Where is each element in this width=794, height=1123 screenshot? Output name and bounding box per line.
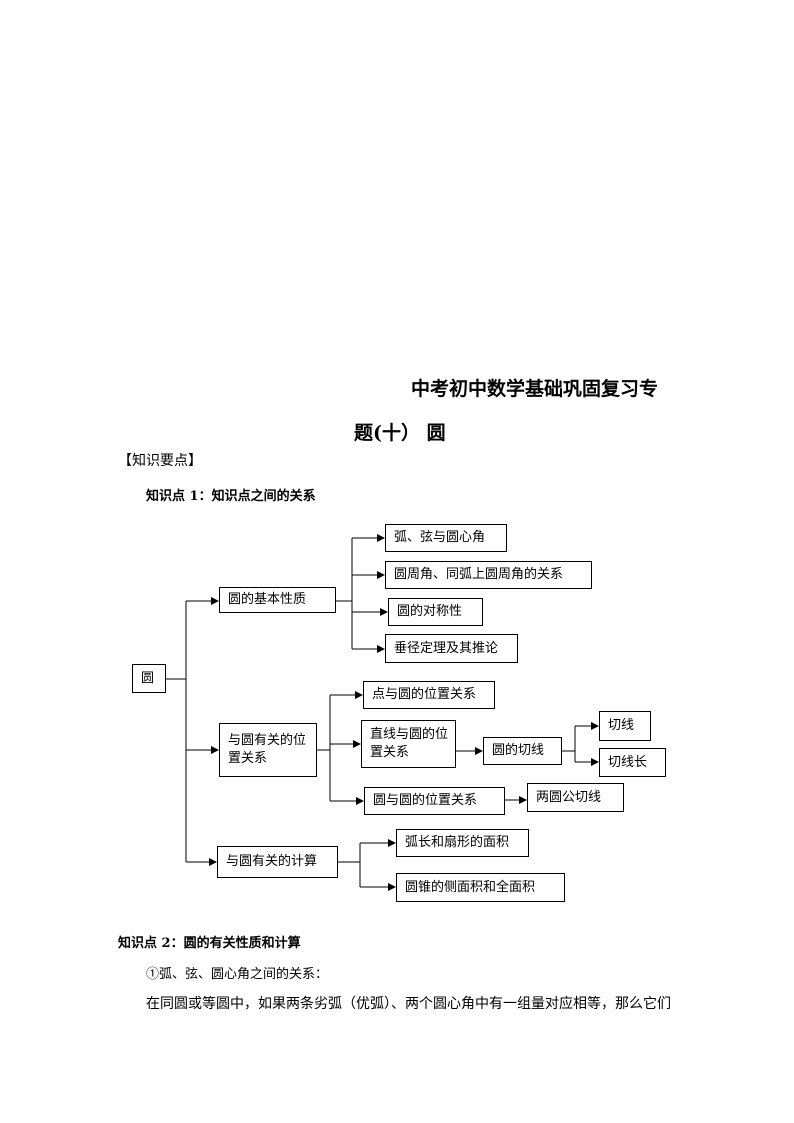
- paragraph-1: 在同圆或等圆中，如果两条劣弧（优弧）、两个圆心角中有一组量对应相等，那么它们: [146, 996, 671, 1012]
- knowledge-point-1: 知识点 1：知识点之间的关系: [146, 489, 316, 504]
- node-common-tangent: 两圆公切线: [527, 783, 624, 812]
- node-symmetry: 圆的对称性: [388, 598, 483, 626]
- node-position-relations: 与圆有关的位置关系: [219, 723, 317, 777]
- item-1-heading: ①弧、弦、圆心角之间的关系：: [146, 967, 329, 982]
- title-line-2: 题(十） 圆: [354, 422, 446, 444]
- node-line-circle: 直线与圆的位置关系: [361, 720, 456, 768]
- title-line-1: 中考初中数学基础巩固复习专: [411, 378, 659, 400]
- node-tangent: 圆的切线: [483, 737, 562, 765]
- node-circle-circle: 圆与圆的位置关系: [364, 787, 505, 815]
- node-inscribed-angle: 圆周角、同弧上圆周角的关系: [385, 561, 592, 589]
- node-calculations: 与圆有关的计算: [217, 846, 338, 878]
- node-perpendicular-diameter: 垂径定理及其推论: [385, 634, 518, 663]
- node-cone-area: 圆锥的侧面积和全面积: [396, 873, 565, 902]
- node-basic-properties: 圆的基本性质: [219, 587, 336, 613]
- section-heading: 【知识要点】: [118, 453, 202, 469]
- node-point-circle: 点与圆的位置关系: [363, 681, 495, 709]
- node-arc-chord: 弧、弦与圆心角: [385, 524, 507, 552]
- node-tangent-line: 切线: [599, 711, 651, 741]
- knowledge-point-2: 知识点 2：圆的有关性质和计算: [118, 936, 301, 951]
- node-arc-length-sector: 弧长和扇形的面积: [396, 829, 529, 857]
- node-tangent-length: 切线长: [599, 748, 666, 777]
- node-circle: 圆: [132, 664, 166, 693]
